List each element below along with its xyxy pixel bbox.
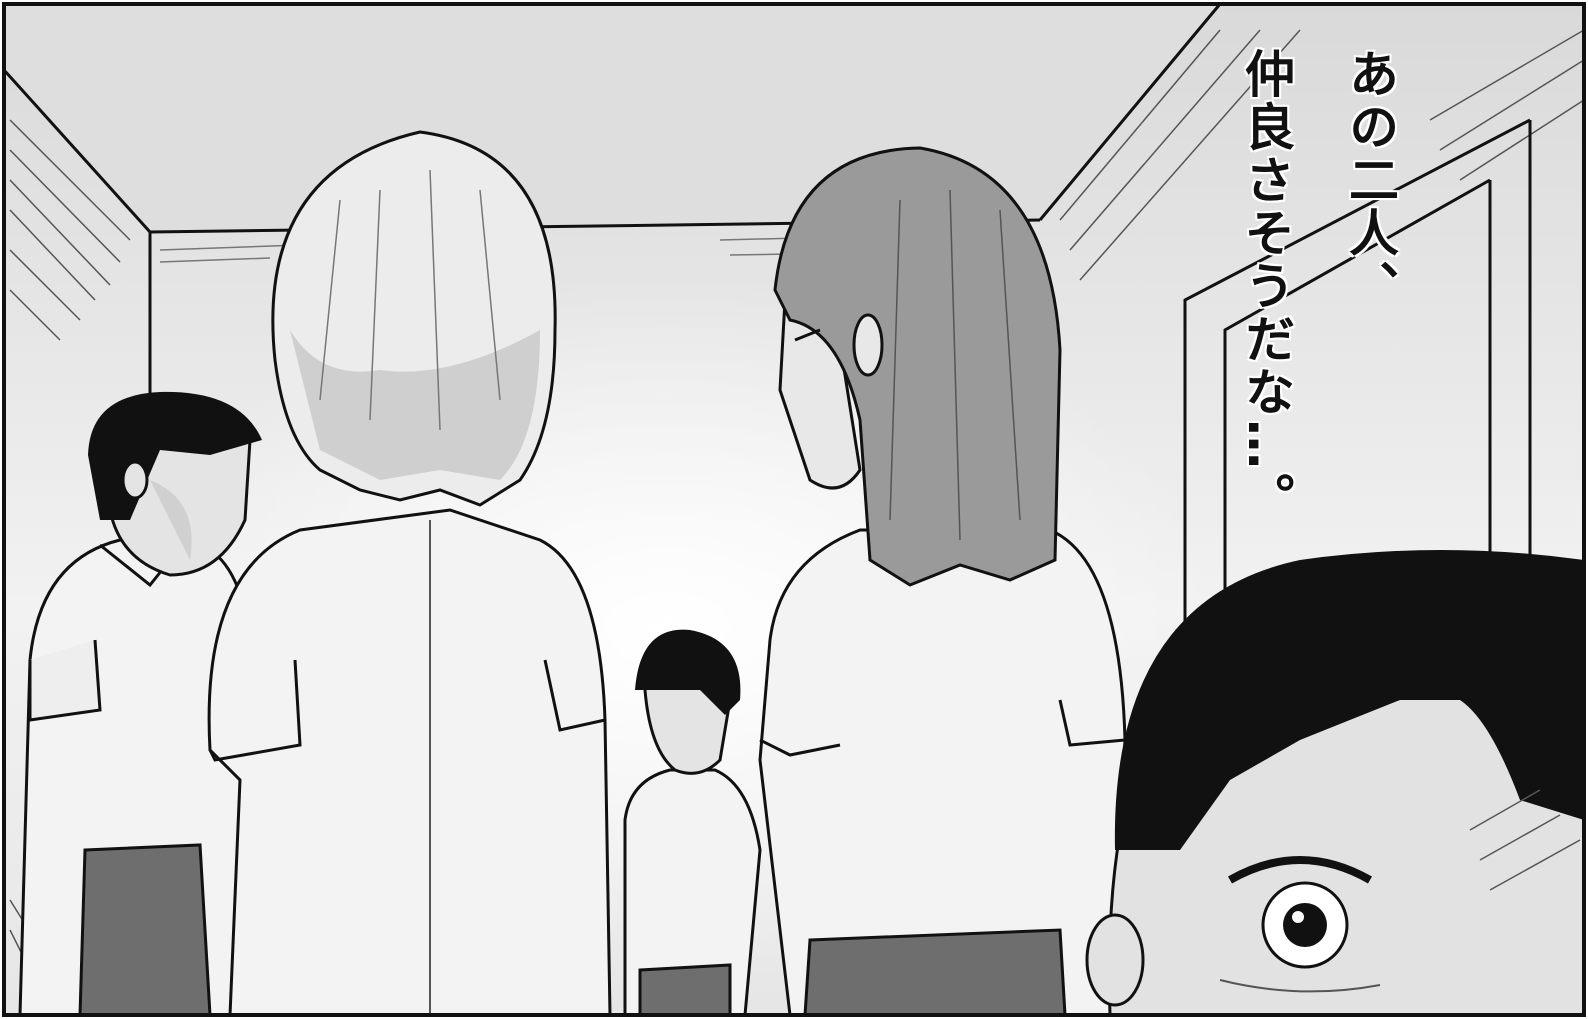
boy-left-figure [18,391,262,1017]
distant-boy-figure [623,629,762,1017]
dark-haired-girl-figure [758,146,1127,1017]
light-haired-girl-figure [207,130,612,1017]
caption-line-2: 仲良さそうだな…。 [1237,48,1295,525]
caption-line-1: あの二人、 [1341,48,1399,313]
foreground-boy-face [1085,550,1586,1017]
caption-vertical-text: あの二人、 仲良さそうだな…。 [1232,48,1422,608]
